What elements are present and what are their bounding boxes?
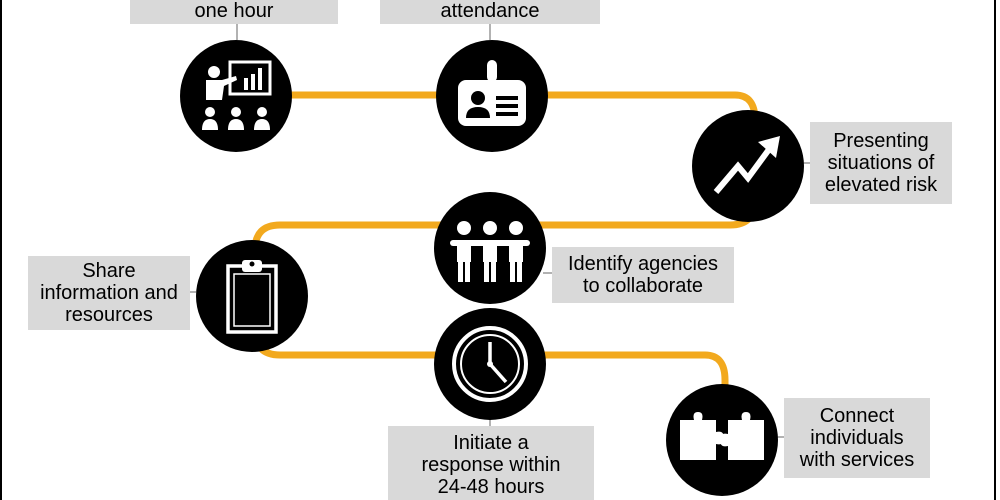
trend-arrow-icon bbox=[713, 136, 780, 194]
step-label-text: Connect individuals with services bbox=[799, 405, 915, 471]
step-label-text: Initiate a response within 24-48 hours bbox=[421, 432, 561, 498]
step-label-text: Presenting situations of elevated risk bbox=[824, 130, 938, 196]
id-badge-icon bbox=[458, 60, 526, 126]
step-label-attendance: attendance bbox=[380, 0, 600, 24]
step-label-share-info: Share information and resources bbox=[28, 256, 190, 330]
step-label-agencies: Identify agencies to collaborate bbox=[552, 247, 734, 303]
puzzle-icon bbox=[680, 412, 764, 460]
step-label-response: Initiate a response within 24-48 hours bbox=[388, 426, 594, 500]
clipboard-icon bbox=[226, 260, 278, 334]
step-label-elevated-risk: Presenting situations of elevated risk bbox=[810, 122, 952, 204]
step-label-text: one hour bbox=[194, 0, 274, 22]
group-people-icon bbox=[450, 221, 530, 282]
step-label-text: Share information and resources bbox=[40, 260, 178, 326]
presentation-icon bbox=[202, 60, 272, 130]
step-circle-response bbox=[434, 308, 546, 420]
step-circle-connect bbox=[666, 384, 778, 496]
step-circle-attendance bbox=[436, 40, 548, 152]
step-circle-share-info bbox=[196, 240, 308, 352]
step-label-text: Identify agencies to collaborate bbox=[567, 253, 719, 297]
step-circle-elevated-risk bbox=[692, 110, 804, 222]
step-circle-one-hour bbox=[180, 40, 292, 152]
step-circle-agencies bbox=[434, 192, 546, 304]
step-label-connect: Connect individuals with services bbox=[784, 398, 930, 478]
step-label-text: attendance bbox=[440, 0, 540, 22]
step-label-one-hour: one hour bbox=[130, 0, 338, 24]
clock-icon bbox=[452, 326, 528, 402]
